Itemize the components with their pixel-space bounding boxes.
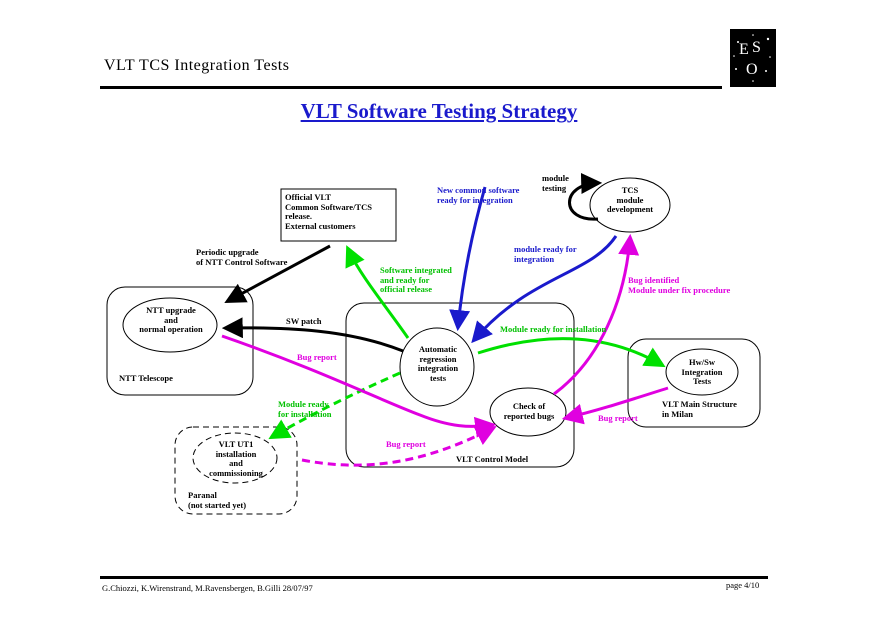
sw-patch-arrow <box>221 317 404 353</box>
paranal-box <box>174 426 298 515</box>
footer-page-number: page 4/10 <box>726 580 760 590</box>
logo-letter-e: E <box>739 41 749 58</box>
module-ready-install-ut1-arrow <box>268 371 401 440</box>
bug-report-milan-arrow <box>561 386 669 425</box>
vlt-control-label: VLT Control Model <box>456 454 529 464</box>
page-title: VLT Software Testing Strategy <box>300 99 578 123</box>
sw-integrated-arrow <box>345 245 410 339</box>
module-ready-install-arrow <box>477 337 666 368</box>
bug-report-label-ut1: Bug report <box>386 439 426 449</box>
ut1-ellipse <box>192 432 278 484</box>
module-testing-loop-arrow <box>568 172 603 221</box>
paranal-text: Paranal(not started yet) <box>188 490 247 510</box>
main-structure-box <box>627 338 761 428</box>
bug-identified-arrow <box>553 233 640 396</box>
eso-logo: E S O <box>730 29 776 87</box>
bug-report-ntt-arrow <box>221 334 497 438</box>
official-release-box <box>280 188 397 242</box>
sw-patch-label: SW patch <box>286 316 322 326</box>
header-title: VLT TCS Integration Tests <box>104 57 290 74</box>
bug-report-label-milan: Bug report <box>598 413 638 423</box>
footer-rule <box>100 576 768 579</box>
auto-tests-ellipse <box>399 327 475 407</box>
module-ready-install-label: Module ready for installation <box>500 324 607 334</box>
periodic-upgrade-arrow <box>224 244 331 303</box>
bug-report-ut1-arrow <box>301 426 497 467</box>
header-rule <box>100 86 722 89</box>
module-ready-integration-arrow <box>471 235 618 344</box>
ntt-telescope-box <box>106 286 254 396</box>
new-common-software-arrow <box>449 186 487 332</box>
ntt-op-ellipse <box>122 297 218 353</box>
footer-authors: G.Chiozzi, K.Wirenstrand, M.Ravensbergen… <box>102 583 313 593</box>
hwsw-ellipse <box>665 348 739 396</box>
logo-letter-s: S <box>752 39 761 56</box>
logo-letter-o: O <box>746 61 758 78</box>
tcs-dev-ellipse <box>589 177 671 233</box>
ntt-telescope-label: NTT Telescope <box>119 373 173 383</box>
bug-report-label-ntt: Bug report <box>297 352 337 362</box>
